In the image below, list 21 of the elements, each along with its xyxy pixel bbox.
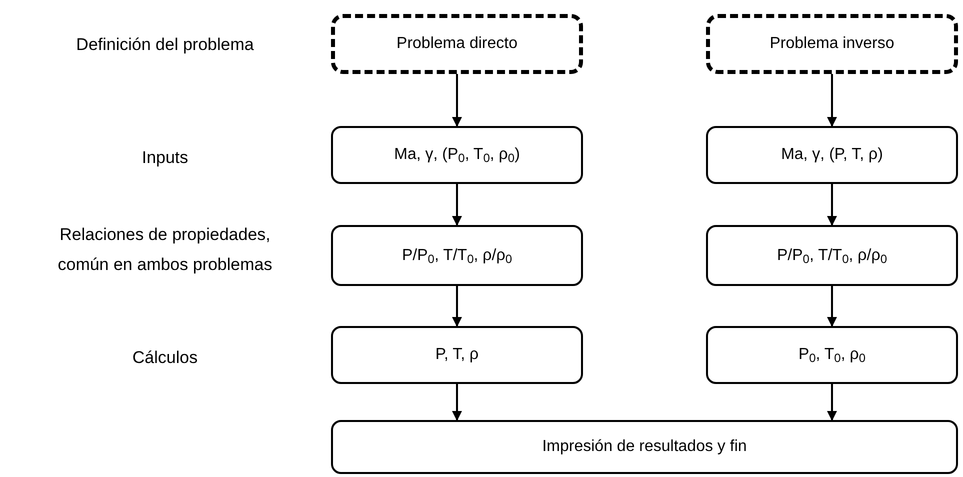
arrow xyxy=(452,286,462,327)
arrow xyxy=(827,184,837,226)
row-label: Definición del problema xyxy=(75,34,255,56)
row-label: Inputs xyxy=(140,147,190,169)
row-label: Cálculos xyxy=(131,347,199,369)
process-box: Ma, γ, (P, T, ρ) xyxy=(706,126,958,184)
arrow xyxy=(452,384,462,421)
arrow xyxy=(827,74,837,127)
process-box: Ma, γ, (P$_{0}$, T$_{0}$, ρ$_{0}$) xyxy=(331,126,583,184)
row-label: Relaciones de propiedades, común en ambos problemas xyxy=(56,224,274,276)
arrow xyxy=(452,184,462,226)
arrow xyxy=(827,286,837,327)
process-box: P/P$_{0}$, T/T$_{0}$, ρ/ρ$_{0}$ xyxy=(706,225,958,286)
process-box: Impresión de resultados y fin xyxy=(331,420,958,474)
arrow xyxy=(452,74,462,127)
process-box: P, T, ρ xyxy=(331,326,583,384)
process-box: P$_{0}$, T$_{0}$, ρ$_{0}$ xyxy=(706,326,958,384)
arrow xyxy=(827,384,837,421)
dashed-box: Problema inverso xyxy=(706,14,958,74)
dashed-box: Problema directo xyxy=(331,14,583,74)
process-box: P/P$_{0}$, T/T$_{0}$, ρ/ρ$_{0}$ xyxy=(331,225,583,286)
